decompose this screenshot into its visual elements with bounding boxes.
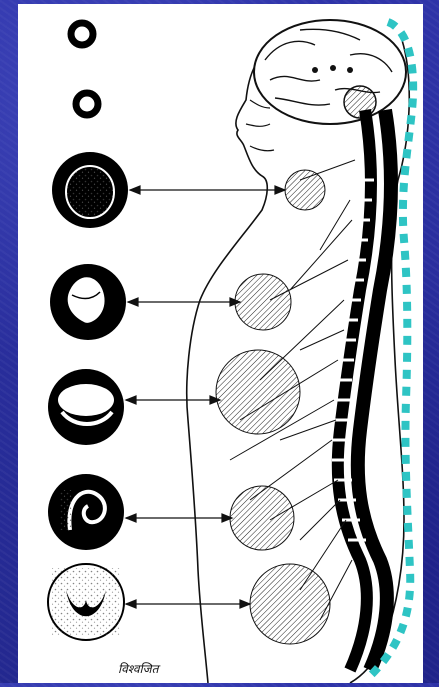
organ-intestine	[48, 474, 124, 550]
brain	[254, 20, 406, 124]
nerve-plexus-solar	[216, 350, 300, 434]
organ-heart	[50, 264, 126, 340]
organ-stomach	[48, 369, 124, 445]
nerve-plexus-cardiac	[235, 274, 291, 330]
organ-pelvis	[48, 564, 124, 640]
nerve-plexus-cervical	[285, 170, 325, 210]
organ-thyroid	[52, 152, 128, 228]
nerve-plexus-hypogastric	[230, 486, 294, 550]
nerve-plexus-sacral	[250, 564, 330, 644]
signature: विश्वजित	[118, 660, 158, 677]
